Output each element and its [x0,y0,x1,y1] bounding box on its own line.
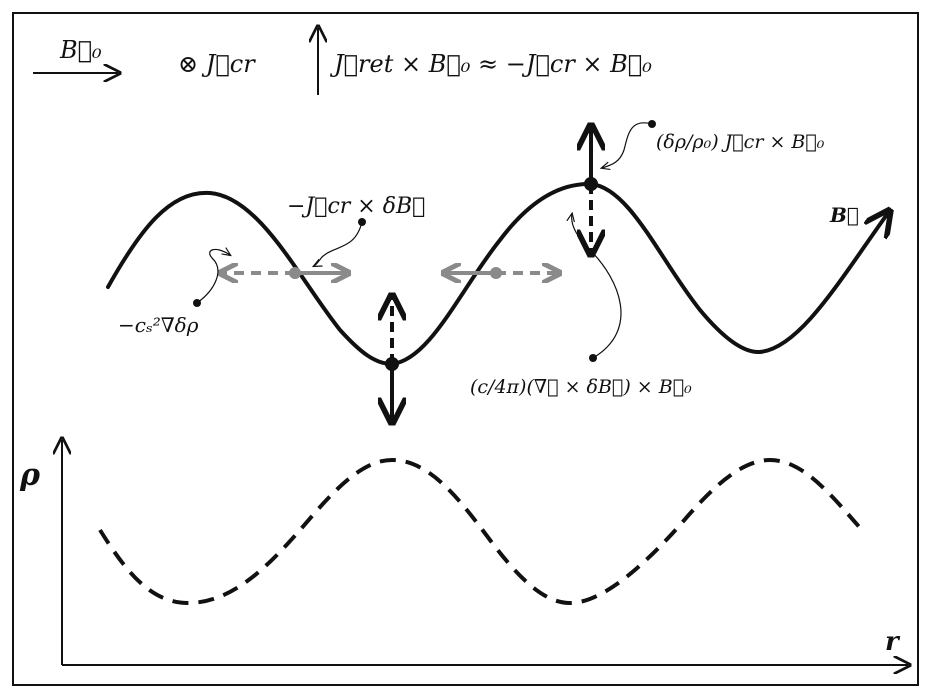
y-axis-label: ρ [19,458,41,493]
density-force-label: (δρ/ρ₀) J⃗cr × B⃗₀ [656,131,825,153]
density-curve [98,457,864,606]
leader-jcr-db-dot [358,218,366,226]
b0-label: B⃗₀ [59,36,102,64]
trough-dot [385,357,399,371]
leader-curl-dot [589,354,597,362]
node-dot-1 [289,267,301,279]
curl-force-label: (c/4π)(∇⃗ × δB⃗) × B⃗₀ [470,376,692,398]
jcr-cross-db-label: −J⃗cr × δB⃗ [287,194,425,219]
node-dot-2 [490,267,502,279]
jcr-label: ⊗ J⃗cr [178,50,256,78]
sound-pressure-label: −cₛ²∇δρ [118,313,199,337]
trough-force-arrows [385,298,399,420]
pressure-arrows-gray [222,267,558,279]
magnetic-field-line [106,181,888,367]
crest-dot [584,177,598,191]
leader-sound-dot [193,299,201,307]
density-axes: ρ r [19,440,908,665]
figure-frame [12,12,919,686]
field-b-label: B⃗ [829,203,859,227]
leader-jcr-db [314,221,363,266]
leader-density [602,122,653,168]
leader-lines [193,120,656,362]
crest-force-arrows [584,128,598,252]
leader-sound [196,249,230,304]
x-axis-label: r [885,627,901,657]
leader-curl [572,214,622,359]
jret-relation-label: J⃗ret × B⃗₀ ≈ −J⃗cr × B⃗₀ [329,50,652,78]
legend: B⃗₀ ⊗ J⃗cr J⃗ret × B⃗₀ ≈ −J⃗cr × B⃗₀ [33,28,652,95]
leader-density-dot [648,120,656,128]
